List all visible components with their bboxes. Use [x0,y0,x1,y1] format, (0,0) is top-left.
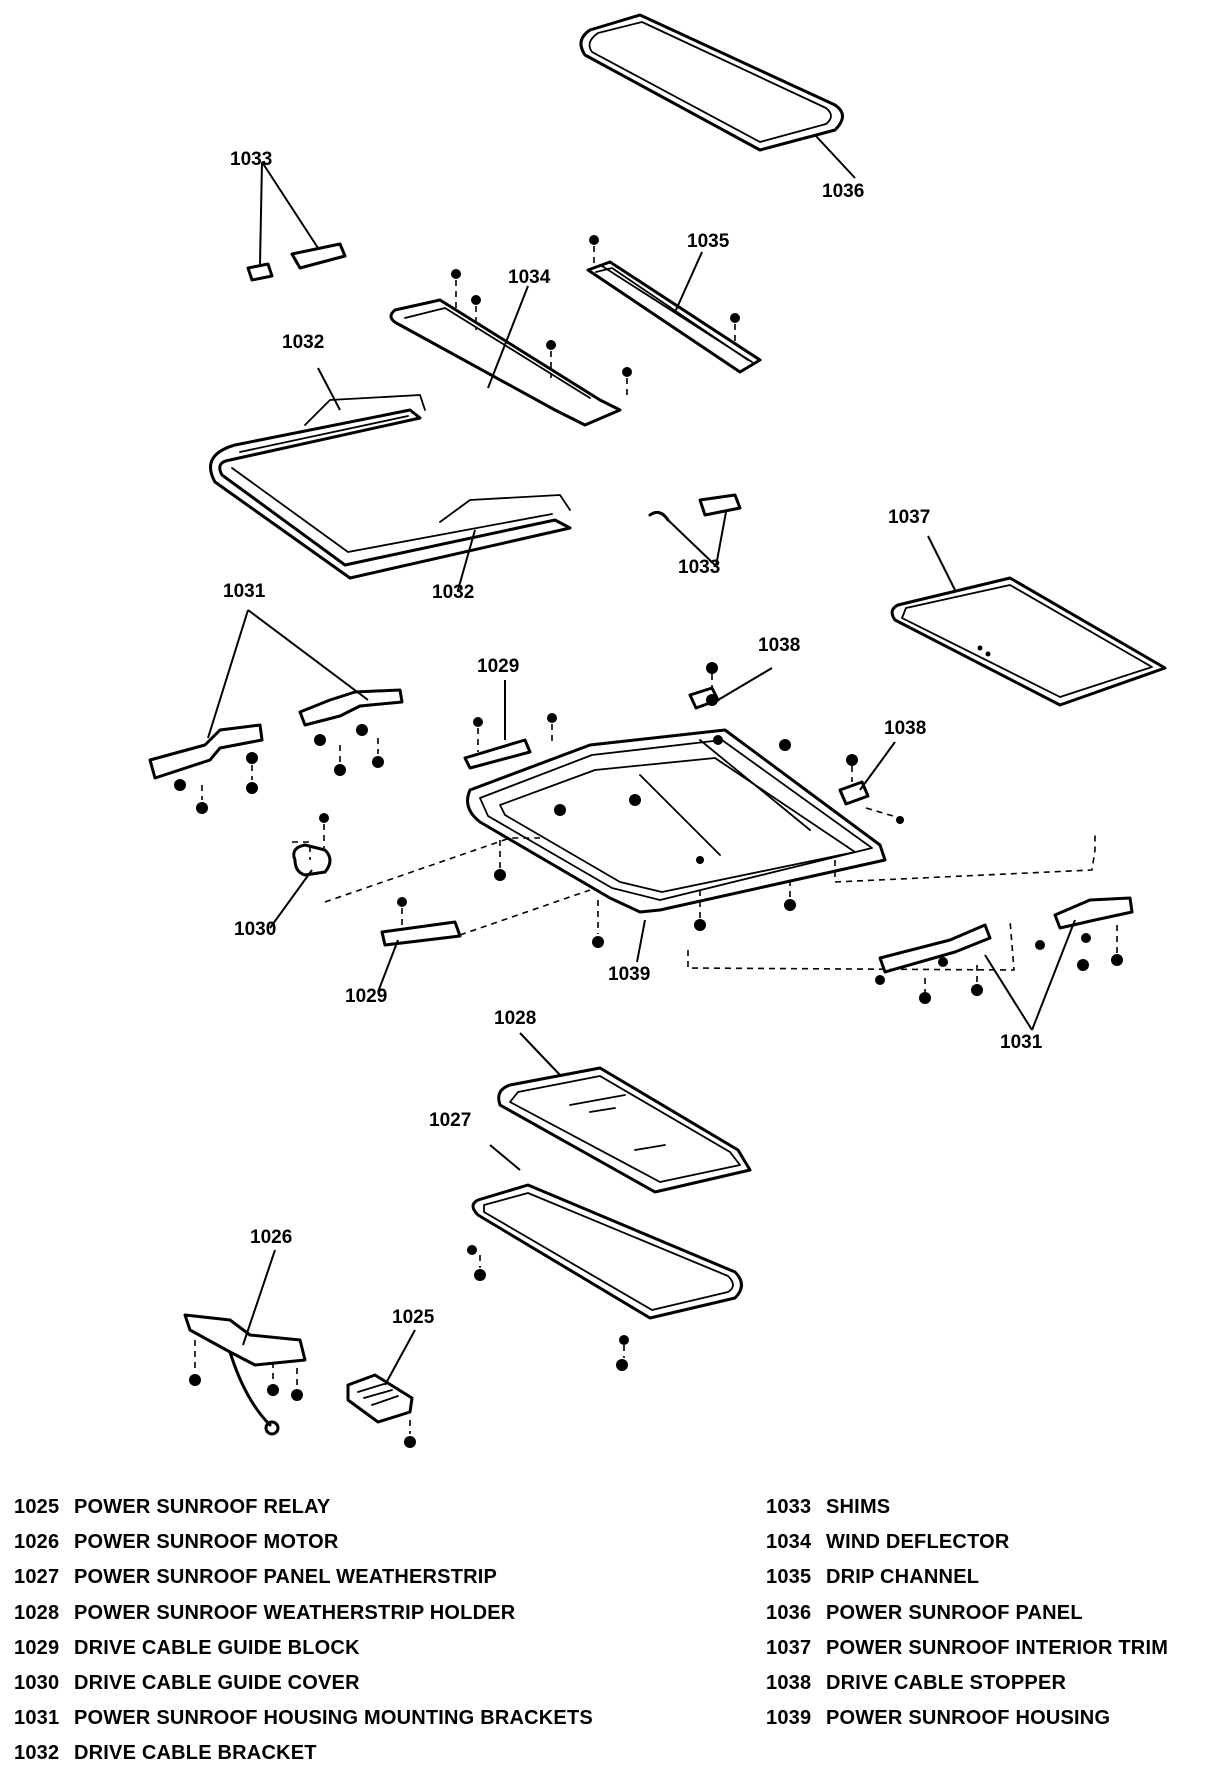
legend-item-label: DRIVE CABLE GUIDE COVER [74,1671,360,1694]
legend-item: 1036 POWER SUNROOF PANEL [766,1596,1168,1631]
drip-channel-part [586,235,762,374]
legend-item-number: 1038 [766,1671,812,1694]
sunroof-housing-part [466,694,887,948]
legend-item-number: 1036 [766,1601,812,1624]
sunroof-panel-part [579,13,844,152]
callout-1026: 1026 [250,1227,292,1248]
callout-1032-bottom: 1032 [432,582,474,603]
legend-item-number: 1030 [14,1671,60,1694]
legend-item-label: POWER SUNROOF HOUSING [826,1707,1111,1730]
callout-1039: 1039 [608,964,650,985]
legend-item-label: POWER SUNROOF WEATHERSTRIP HOLDER [74,1601,516,1624]
callout-1037: 1037 [888,507,930,528]
legend-item: 1029 DRIVE CABLE GUIDE BLOCK [14,1631,593,1666]
interior-trim-part [890,576,1167,707]
legend-item: 1027 POWER SUNROOF PANEL WEATHERSTRIP [14,1560,593,1595]
legend-item: 1032 DRIVE CABLE BRACKET [14,1736,593,1771]
legend-item: 1031 POWER SUNROOF HOUSING MOUNTING BRACK… [14,1701,593,1736]
legend-item-label: WIND DEFLECTOR [826,1531,1010,1554]
legend-item-label: DRIP CHANNEL [826,1566,980,1589]
legend-item-label: DRIVE CABLE STOPPER [826,1671,1067,1694]
weatherstrip-holder-part [497,1066,752,1194]
legend-item-label: DRIVE CABLE BRACKET [74,1742,317,1765]
callout-1027: 1027 [429,1110,471,1131]
shims-top-part [246,242,347,282]
callout-1029-top: 1029 [477,656,519,677]
callout-1034: 1034 [508,267,551,288]
guide-block-bottom-part [380,897,462,947]
legend-item-number: 1028 [14,1601,60,1624]
callout-1033-middle: 1033 [678,557,720,578]
legend-item: 1025 POWER SUNROOF RELAY [14,1490,593,1525]
cable-stopper-right-part [838,754,904,824]
shims-middle-part [648,493,742,522]
cable-stopper-top-part [688,662,720,710]
legend-item: 1034 WIND DEFLECTOR [766,1525,1168,1560]
callout-1031-left: 1031 [223,581,266,602]
legend-item-number: 1034 [766,1531,812,1554]
legend-item: 1026 POWER SUNROOF MOTOR [14,1525,593,1560]
housing-brackets-left-part [148,688,404,814]
legend-item-number: 1039 [766,1707,812,1730]
sunroof-exploded-diagram: 1036 1033 1035 1034 1032 1032 1033 1037 … [148,13,1167,1448]
sunroof-motor-part [183,1313,307,1436]
legend-item: 1030 DRIVE CABLE GUIDE COVER [14,1666,593,1701]
legend-item-number: 1027 [14,1566,60,1589]
legend-item-label: SHIMS [826,1496,891,1518]
legend-item: 1028 POWER SUNROOF WEATHERSTRIP HOLDER [14,1596,593,1631]
housing-brackets-right-part [875,896,1134,1004]
legend-item-number: 1037 [766,1636,812,1659]
callout-1032-top: 1032 [282,332,324,353]
callout-1025: 1025 [392,1307,435,1328]
legend-column-right: 1033 SHIMS 1034 WIND DEFLECTOR 1035 DRIP CHAN… [766,1490,1168,1736]
callout-1036: 1036 [822,181,864,202]
legend-item-label: POWER SUNROOF INTERIOR TRIM [826,1636,1169,1659]
panel-weatherstrip-part [467,1183,743,1371]
legend-item-number: 1026 [14,1531,60,1554]
callout-1031-right: 1031 [1000,1032,1043,1053]
legend-item-label: POWER SUNROOF MOTOR [74,1531,339,1554]
legend-item-label: POWER SUNROOF RELAY [74,1496,331,1518]
callout-1028: 1028 [494,1008,536,1029]
legend-item-label: DRIVE CABLE GUIDE BLOCK [74,1636,360,1659]
legend-item-number: 1031 [14,1707,60,1730]
legend-item-number: 1032 [14,1742,60,1765]
callout-1038-top: 1038 [758,635,800,656]
callout-1035: 1035 [687,231,730,252]
legend-item-number: 1029 [14,1636,60,1659]
legend-item-number: 1033 [766,1496,812,1518]
legend-item-label: POWER SUNROOF PANEL WEATHERSTRIP [74,1566,498,1589]
legend-item: 1038 DRIVE CABLE STOPPER [766,1666,1168,1701]
callout-1030: 1030 [234,919,276,940]
legend-item: 1035 DRIP CHANNEL [766,1560,1168,1595]
callout-1033-top: 1033 [230,149,272,170]
callout-1038-right: 1038 [884,718,926,739]
legend-item-number: 1025 [14,1496,60,1518]
legend-item-label: POWER SUNROOF PANEL [826,1601,1083,1624]
legend-item-number: 1035 [766,1566,812,1589]
guide-cover-part [292,813,332,877]
sunroof-relay-part [346,1373,416,1448]
legend-item-label: POWER SUNROOF HOUSING MOUNTING BRACKETS [74,1707,593,1730]
legend-item: 1039 POWER SUNROOF HOUSING [766,1701,1168,1736]
legend-item: 1037 POWER SUNROOF INTERIOR TRIM [766,1631,1168,1666]
wind-deflector-part [389,269,632,427]
guide-block-top-part [463,713,557,770]
legend-item: 1033 SHIMS [766,1490,1168,1525]
drive-cable-bracket-part [209,394,572,580]
callout-1029-bottom: 1029 [345,986,387,1007]
